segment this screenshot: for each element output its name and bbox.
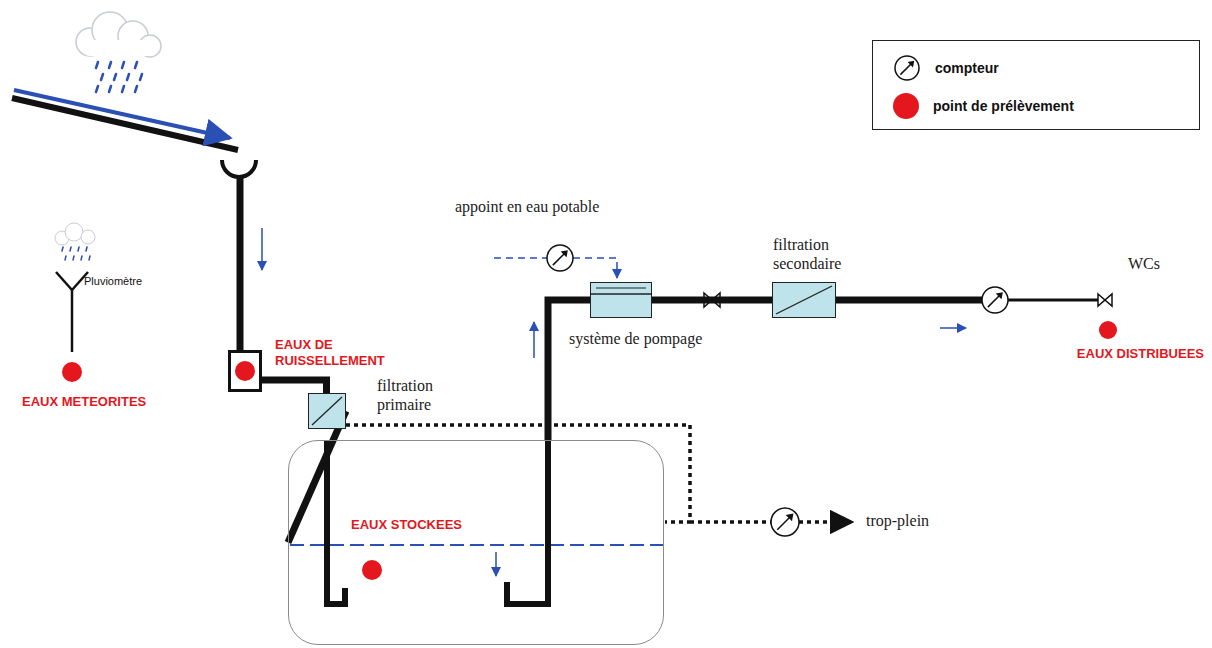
- rain-gauge: [56, 272, 88, 352]
- legend-entry: compteur: [893, 53, 999, 83]
- legend-label: compteur: [935, 60, 999, 76]
- legend-swatch: [893, 93, 919, 119]
- legend-entry: point de prélèvement: [893, 91, 1074, 121]
- pipe: [262, 380, 327, 393]
- node-label: filtration secondaire: [773, 235, 863, 273]
- sampling-point: [1099, 321, 1117, 339]
- flow-arrow: [495, 552, 497, 576]
- text-label: Pluviomètre: [84, 275, 142, 287]
- sampling-point: [62, 362, 82, 382]
- distribution-pipe: [1008, 299, 1098, 302]
- flow-arrow: [940, 327, 966, 329]
- pipe: [652, 297, 772, 304]
- text-label: trop-plein: [866, 511, 929, 530]
- filter-box: filtration primaire: [308, 393, 346, 429]
- text-label: WCs: [1128, 254, 1160, 273]
- small-cloud: [55, 223, 95, 245]
- node-label: EAUX STOCKEES: [351, 517, 462, 533]
- filter-symbol: [308, 393, 346, 429]
- sampling-point: [362, 560, 382, 580]
- legend: compteur point de prélèvement: [872, 40, 1200, 130]
- rain-drops: [62, 247, 90, 260]
- meter-symbol: [547, 245, 573, 271]
- text-label: EAUX METEORITES: [22, 394, 146, 410]
- water-level: [290, 544, 668, 546]
- text-label: EAUX DISTRIBUEES: [1077, 346, 1204, 362]
- flow-arrow: [14, 90, 230, 138]
- cloud: [76, 12, 161, 57]
- collection-chamber: EAUX DE RUISSELLEMENT: [228, 350, 262, 392]
- overflow-line: [799, 520, 852, 524]
- meter-symbol: [895, 56, 919, 80]
- pump-symbol: [590, 282, 652, 318]
- storage-tank: EAUX STOCKEES: [288, 440, 664, 645]
- pump-box: système de pompage: [590, 282, 652, 318]
- meter-symbol: [771, 508, 799, 536]
- pipe: [288, 411, 346, 543]
- valve: [1098, 294, 1112, 306]
- distribution-pipe: [836, 297, 982, 304]
- filter-symbol: [772, 282, 836, 318]
- legend-label: point de prélèvement: [933, 98, 1074, 114]
- rain-drops: [96, 62, 142, 92]
- legend-swatch: [893, 54, 921, 82]
- intake-pipe: [507, 440, 548, 604]
- node-label: EAUX DE RUISSELLEMENT: [275, 337, 405, 370]
- gutter: [222, 160, 256, 177]
- filter-box: filtration secondaire: [772, 282, 836, 318]
- node-label: système de pompage: [569, 329, 702, 348]
- inlet-pipe: [327, 440, 345, 604]
- roof: [12, 98, 238, 150]
- flow-arrow: [533, 322, 535, 358]
- pipe: [548, 300, 590, 440]
- node-label: filtration primaire: [377, 376, 467, 414]
- sampling-point: [235, 361, 255, 381]
- text-label: appoint en eau potable: [455, 197, 599, 216]
- downpipe: [237, 176, 244, 350]
- meter-symbol: [982, 287, 1008, 313]
- flow-arrow: [261, 228, 263, 270]
